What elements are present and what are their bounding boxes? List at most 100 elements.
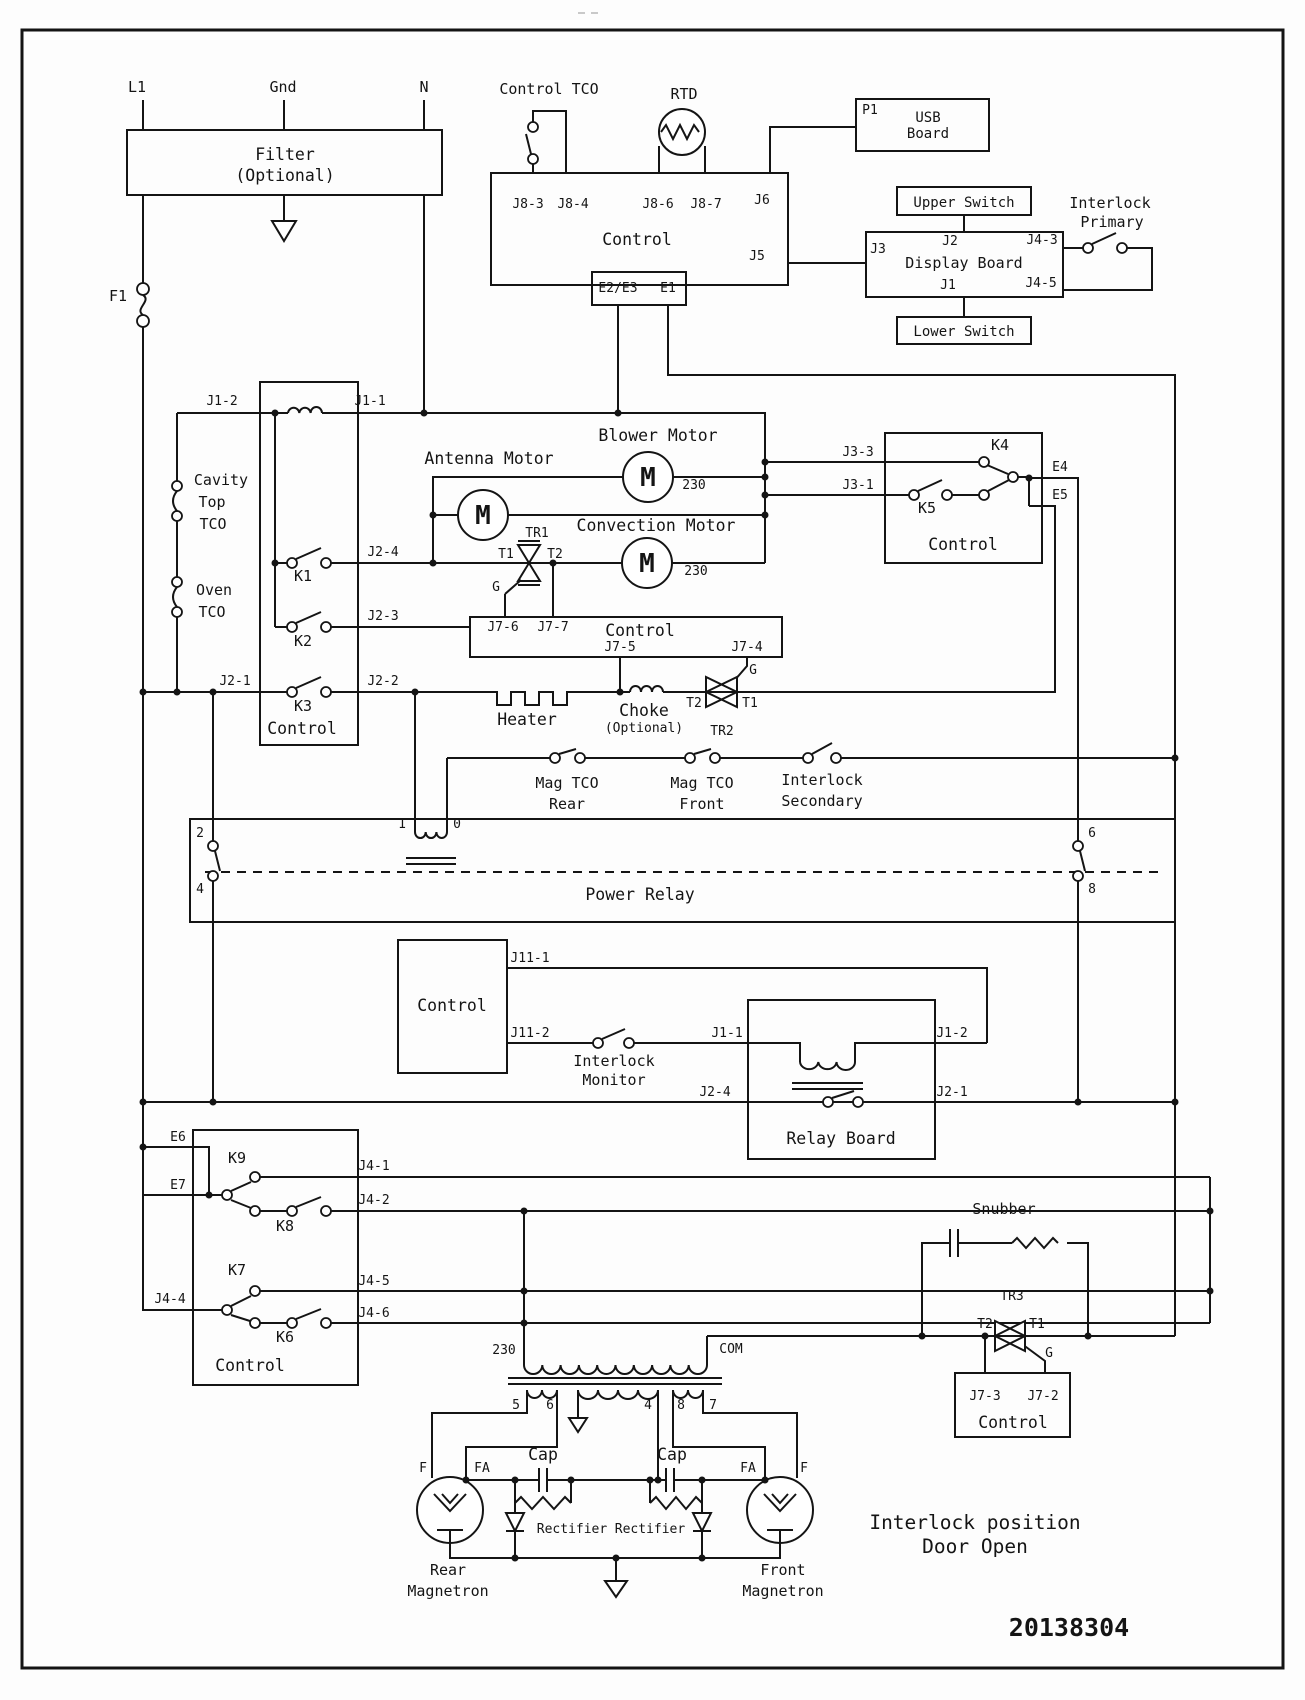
tr1-triac: [516, 544, 542, 582]
antenna-motor-symbol: [457, 489, 509, 541]
label-j7-5: J7-5: [604, 640, 635, 655]
capacitor-front: [665, 1468, 675, 1492]
label-e1: E1: [660, 281, 676, 296]
label-e5: E5: [1052, 488, 1068, 503]
label-k9: K9: [228, 1149, 246, 1167]
switch-contact: [171, 606, 183, 618]
switch-contact: [623, 1037, 635, 1049]
ground-arrow-hv: [567, 1417, 589, 1434]
label-e7: E7: [170, 1178, 186, 1193]
rectifier-rear-label: Rectifier: [537, 1522, 608, 1537]
label-e4: E4: [1052, 460, 1068, 475]
junction-dot: [1171, 754, 1179, 762]
label-k2: K2: [294, 632, 312, 650]
switch-contact: [908, 489, 920, 501]
k45-title: Control: [928, 535, 998, 554]
snubber-label: Snubber: [972, 1200, 1035, 1218]
snubber-resistor: [1011, 1236, 1059, 1250]
switch-contact: [286, 557, 298, 569]
front-magnetron-internal: [763, 1493, 797, 1543]
switch-contact: [320, 686, 332, 698]
blower-230: 230: [682, 478, 705, 493]
ground-arrow-bottom: [603, 1580, 629, 1599]
blower-motor-label: Blower Motor: [598, 426, 717, 445]
interlock-primary-label1: Interlock: [1069, 194, 1150, 212]
switch-contact: [549, 752, 561, 764]
junction-dot: [139, 1143, 147, 1151]
switch-contact: [286, 1317, 298, 1329]
wire-snubber: [921, 1242, 1089, 1336]
switch-contact: [822, 1096, 834, 1108]
label-tr3-t1: T1: [1029, 1317, 1045, 1332]
power-relay-pin6: 6: [1088, 826, 1096, 841]
label-j2-4: J2-4: [367, 545, 398, 560]
wire-cathode-rail: [449, 1543, 781, 1581]
label-k7: K7: [228, 1261, 246, 1279]
junction-dot: [1025, 474, 1033, 482]
rear-magnetron-label2: Magnetron: [407, 1582, 488, 1600]
transformer-pin6: 6: [546, 1398, 554, 1413]
switch-contact: [249, 1171, 261, 1183]
power-relay-pin4: 4: [196, 882, 204, 897]
mag-tco-front2: Front: [679, 795, 724, 813]
wire-control-tco: [532, 110, 567, 173]
usb-board-name1: USB: [915, 110, 940, 126]
lower-relay-title: Control: [215, 1356, 285, 1375]
transformer-secondary-5-6: [526, 1389, 558, 1399]
switch-contact: [527, 153, 539, 165]
filter-box: [126, 129, 443, 196]
tr3-triac: [992, 1319, 1028, 1353]
switch-contact: [320, 621, 332, 633]
switch-contact: [171, 480, 183, 492]
convection-motor-label: Convection Motor: [577, 516, 736, 535]
wire-rtd-leads: [658, 146, 706, 173]
mag-tco-rear1: Mag TCO: [535, 774, 598, 792]
label-j3: J3: [870, 242, 886, 257]
label-tr1-t1: T1: [498, 547, 514, 562]
junction-dot: [429, 511, 437, 519]
junction-dot: [139, 1098, 147, 1106]
switch-contact: [221, 1304, 233, 1316]
tr2-triac: [703, 675, 740, 709]
label-p1: P1: [862, 103, 878, 118]
interlock-monitor1: Interlock: [573, 1052, 654, 1070]
control-board-box: [490, 172, 789, 286]
choke-optional: (Optional): [605, 721, 683, 736]
rear-magnetron-internal: [433, 1493, 467, 1543]
label-f-front: F: [800, 1461, 808, 1476]
wire-secondary-8-7: [672, 1390, 798, 1480]
wire-interlock-primary: [1063, 247, 1153, 291]
rectifier-diode-front: [691, 1512, 713, 1534]
display-board-title: Display Board: [905, 254, 1022, 272]
switch-contact: [1082, 242, 1094, 254]
control-board-title: Control: [602, 230, 672, 249]
wire-l1: [142, 100, 425, 1311]
wire-relay-board-internal: [748, 1042, 935, 1062]
switch-contact: [207, 870, 219, 882]
front-magnetron-label1: Front: [760, 1561, 805, 1579]
wire-secondary-5-6: [431, 1390, 558, 1480]
tr3-control-box: [954, 1372, 1071, 1438]
wire-secondary-hv: [577, 1390, 659, 1480]
label-j8-3: J8-3: [512, 197, 543, 212]
label-tr2-t2: T2: [686, 696, 702, 711]
page-border: [20, 28, 1285, 1670]
junction-dot: [761, 511, 769, 519]
power-relay-pin2: 2: [196, 826, 204, 841]
switch-contact: [171, 510, 183, 522]
interlock-secondary1: Interlock: [781, 771, 862, 789]
upper-switch-label: Upper Switch: [913, 195, 1014, 211]
label-filter: Filter: [255, 145, 315, 164]
junction-dot: [429, 559, 437, 567]
switch-contact: [1116, 242, 1128, 254]
junction-dot: [173, 688, 181, 696]
transformer-primary: [523, 1364, 708, 1375]
transformer-pin4: 4: [644, 1398, 652, 1413]
switch-contacts: [171, 121, 1128, 1329]
transformer-230: 230: [492, 1343, 515, 1358]
label-j7-7: J7-7: [537, 620, 568, 635]
wire-k45: [765, 461, 1079, 841]
relay-board-box: [747, 999, 936, 1160]
interlock-monitor2: Monitor: [582, 1071, 645, 1089]
label-j4-2: J4-2: [358, 1193, 389, 1208]
